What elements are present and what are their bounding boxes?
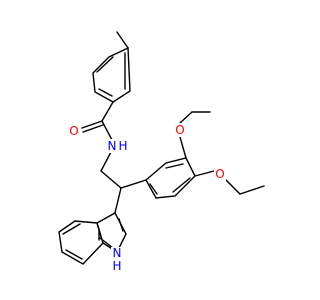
bond [179,111,193,124]
structure-svg: O N H O O N H [58,31,265,273]
bond [65,249,83,260]
indole-nitrogen-label: N [113,246,122,260]
bond [81,120,103,129]
bond [194,170,215,177]
bond [118,218,124,232]
bond [114,187,122,214]
bond [116,31,129,49]
bond [101,101,114,122]
indole-hydrogen-label: H [112,259,121,273]
amide-oxygen-label: O [69,124,78,138]
bond [179,136,187,159]
bond [82,124,104,133]
molecule-diagram: O N H O O N H [58,31,265,273]
bond [120,179,147,189]
bond [225,179,241,195]
methoxy-oxygen-label: O [175,123,184,137]
indole-pyrrole-ring [96,212,127,254]
bond [62,223,81,235]
bond [101,120,113,141]
bond [96,56,114,73]
bond [100,149,113,172]
amide-nitrogen-label: N [108,139,117,153]
bond [100,170,122,189]
toluene-ring [92,46,131,103]
aryl-ring [145,157,196,199]
bond [98,88,113,97]
bond [165,163,184,169]
amide-hydrogen-label: H [118,139,127,153]
indole-benzene-ring [58,220,104,265]
bond [172,177,191,193]
bond [239,185,265,195]
ethoxy-oxygen-label: O [215,167,224,181]
bond [149,183,158,195]
